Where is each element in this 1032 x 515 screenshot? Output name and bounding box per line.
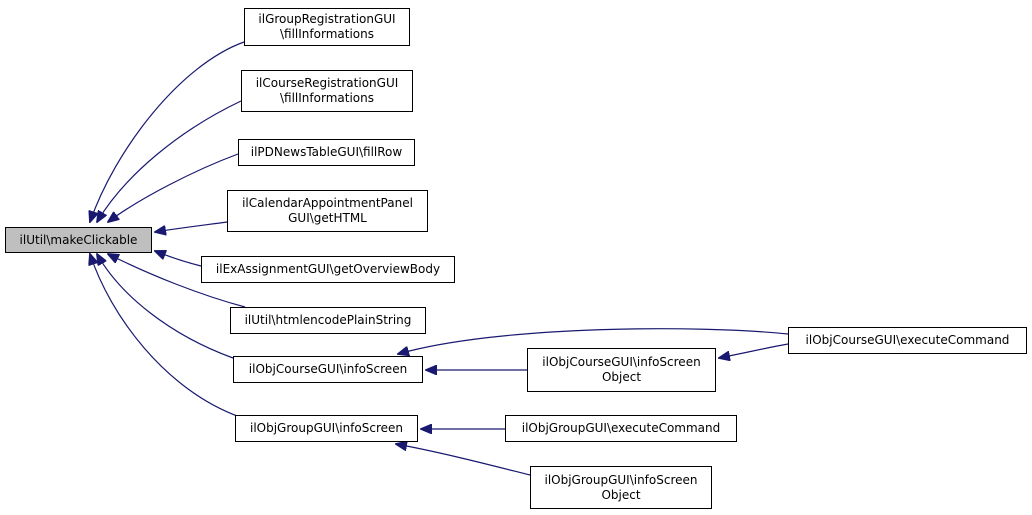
edge-ex-assign-to-root xyxy=(155,251,202,267)
edge-course-info-to-root xyxy=(97,254,234,359)
node-calendar-appointment-label: ilCalendarAppointmentPanel GUI\getHTML xyxy=(242,196,413,225)
node-course-info-screen-label: ilObjCourseGUI\infoScreen xyxy=(248,362,408,376)
node-ex-assignment-label: ilExAssignmentGUI\getOverviewBody xyxy=(215,262,441,276)
node-group-info-screen-object[interactable]: ilObjGroupGUI\infoScreen Object xyxy=(530,466,712,509)
edge-course-exec-to-course-info-obj xyxy=(719,343,789,358)
edges-layer xyxy=(90,41,789,476)
node-course-registration[interactable]: ilCourseRegistrationGUI \fillInformation… xyxy=(241,70,413,112)
node-course-registration-label: ilCourseRegistrationGUI \fillInformation… xyxy=(255,76,399,105)
node-ex-assignment[interactable]: ilExAssignmentGUI\getOverviewBody xyxy=(201,256,455,283)
node-course-info-screen[interactable]: ilObjCourseGUI\infoScreen xyxy=(233,356,423,383)
node-htmlencode[interactable]: ilUtil\htmlencodePlainString xyxy=(230,307,426,334)
node-root[interactable]: ilUtil\makeClickable xyxy=(5,227,152,253)
edge-group-info-to-root xyxy=(90,254,241,418)
node-root-label: ilUtil\makeClickable xyxy=(19,232,138,247)
node-calendar-appointment[interactable]: ilCalendarAppointmentPanel GUI\getHTML xyxy=(227,190,428,232)
edge-group-info-obj-to-group-info xyxy=(396,444,531,476)
node-group-info-screen[interactable]: ilObjGroupGUI\infoScreen xyxy=(235,415,418,442)
node-htmlencode-label: ilUtil\htmlencodePlainString xyxy=(244,313,412,327)
node-group-registration-label: ilGroupRegistrationGUI \fillInformations xyxy=(258,12,396,41)
node-group-info-screen-object-label: ilObjGroupGUI\infoScreen Object xyxy=(544,472,698,502)
edge-group-reg-to-root xyxy=(90,41,245,222)
edge-calendar-to-root xyxy=(155,221,228,232)
node-pd-news-table[interactable]: ilPDNewsTableGUI\fillRow xyxy=(238,139,415,166)
node-group-registration[interactable]: ilGroupRegistrationGUI \fillInformations xyxy=(244,8,410,46)
node-course-execute-command[interactable]: ilObjCourseGUI\executeCommand xyxy=(788,327,1027,354)
node-course-info-screen-object[interactable]: ilObjCourseGUI\infoScreen Object xyxy=(527,348,716,392)
edge-htmlencode-to-root xyxy=(108,254,246,308)
edge-course-reg-to-root xyxy=(97,100,242,222)
node-course-execute-command-label: ilObjCourseGUI\executeCommand xyxy=(805,333,1010,347)
edge-course-exec-to-course-info xyxy=(398,328,789,354)
node-group-info-screen-label: ilObjGroupGUI\infoScreen xyxy=(249,421,404,435)
node-pd-news-table-label: ilPDNewsTableGUI\fillRow xyxy=(250,145,403,159)
node-course-info-screen-object-label: ilObjCourseGUI\infoScreen Object xyxy=(542,355,701,384)
node-group-execute-command[interactable]: ilObjGroupGUI\executeCommand xyxy=(505,415,737,442)
node-group-execute-command-label: ilObjGroupGUI\executeCommand xyxy=(521,421,721,435)
edge-pd-news-to-root xyxy=(108,153,239,222)
